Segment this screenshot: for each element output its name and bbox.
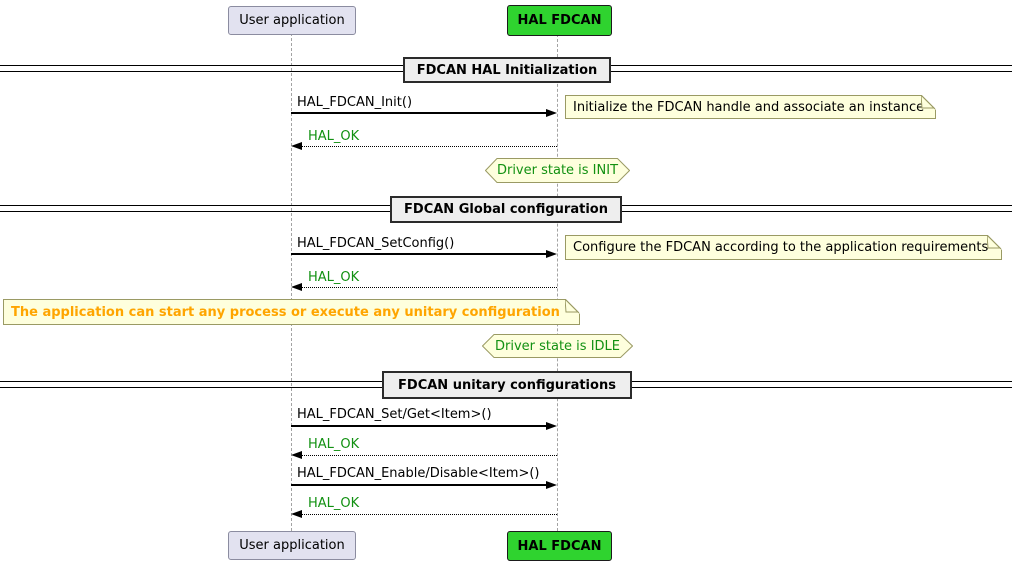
arrowhead-right-icon <box>546 422 557 430</box>
call-arrow-line <box>291 112 548 114</box>
note-application-process: The application can start any process or… <box>3 299 580 325</box>
note-fold-icon <box>921 95 936 110</box>
note-initialize-handle: Initialize the FDCAN handle and associat… <box>565 95 936 119</box>
message-label: HAL_FDCAN_SetConfig() <box>297 236 455 251</box>
state-text: Driver state is IDLE <box>494 338 621 354</box>
return-label: HAL_OK <box>308 496 360 511</box>
message-label: HAL_FDCAN_Init() <box>297 95 413 110</box>
note-configure-fdcan: Configure the FDCAN according to the app… <box>565 235 1002 260</box>
arrowhead-left-icon <box>291 142 302 150</box>
state-text: Driver state is INIT <box>496 163 619 178</box>
return-arrow-line <box>299 455 557 456</box>
message-label: HAL_FDCAN_Enable/Disable<Item>() <box>297 466 540 481</box>
message-label: HAL_FDCAN_Set/Get<Item>() <box>297 407 492 422</box>
hexagon-shape <box>485 158 630 183</box>
note-text: The application can start any process or… <box>11 304 560 320</box>
return-label: HAL_OK <box>308 270 360 285</box>
lifeline-user-application <box>291 33 292 531</box>
participant-hal-fdcan-top: HAL FDCAN <box>507 5 612 36</box>
participant-label: HAL FDCAN <box>517 538 602 554</box>
arrowhead-left-icon <box>291 510 302 518</box>
return-label: HAL_OK <box>308 129 360 144</box>
call-arrow-line <box>291 425 548 427</box>
divider-label: FDCAN unitary configurations <box>398 377 616 393</box>
state-hexagon-init: Driver state is INIT <box>485 158 630 183</box>
note-fold-icon <box>987 235 1002 250</box>
divider-fdcan-unitary-configurations: FDCAN unitary configurations <box>382 371 632 399</box>
note-text: Configure the FDCAN according to the app… <box>573 240 989 255</box>
call-arrow-line <box>291 253 548 255</box>
divider-fdcan-global-configuration: FDCAN Global configuration <box>390 196 622 223</box>
arrowhead-right-icon <box>546 109 557 117</box>
lifeline-hal-fdcan <box>557 34 558 531</box>
return-arrow-line <box>299 514 557 515</box>
participant-user-application-bottom: User application <box>228 531 356 560</box>
participant-label: User application <box>239 13 345 28</box>
arrowhead-right-icon <box>546 250 557 258</box>
call-arrow-line <box>291 484 548 486</box>
return-arrow-line <box>299 146 557 147</box>
participant-label: User application <box>239 538 345 553</box>
divider-label: FDCAN HAL Initialization <box>416 62 598 78</box>
note-fold-icon <box>565 299 580 314</box>
arrowhead-right-icon <box>546 481 557 489</box>
arrowhead-left-icon <box>291 451 302 459</box>
participant-hal-fdcan-bottom: HAL FDCAN <box>507 531 612 561</box>
state-hexagon-idle: Driver state is IDLE <box>482 334 633 358</box>
arrowhead-left-icon <box>291 283 302 291</box>
return-label: HAL_OK <box>308 437 360 452</box>
divider-fdcan-hal-initialization: FDCAN HAL Initialization <box>403 57 611 83</box>
divider-label: FDCAN Global configuration <box>404 202 608 217</box>
note-text: Initialize the FDCAN handle and associat… <box>573 99 925 115</box>
hexagon-shape <box>482 334 633 358</box>
participant-label: HAL FDCAN <box>517 13 602 28</box>
participant-user-application-top: User application <box>228 6 356 35</box>
return-arrow-line <box>299 287 557 288</box>
